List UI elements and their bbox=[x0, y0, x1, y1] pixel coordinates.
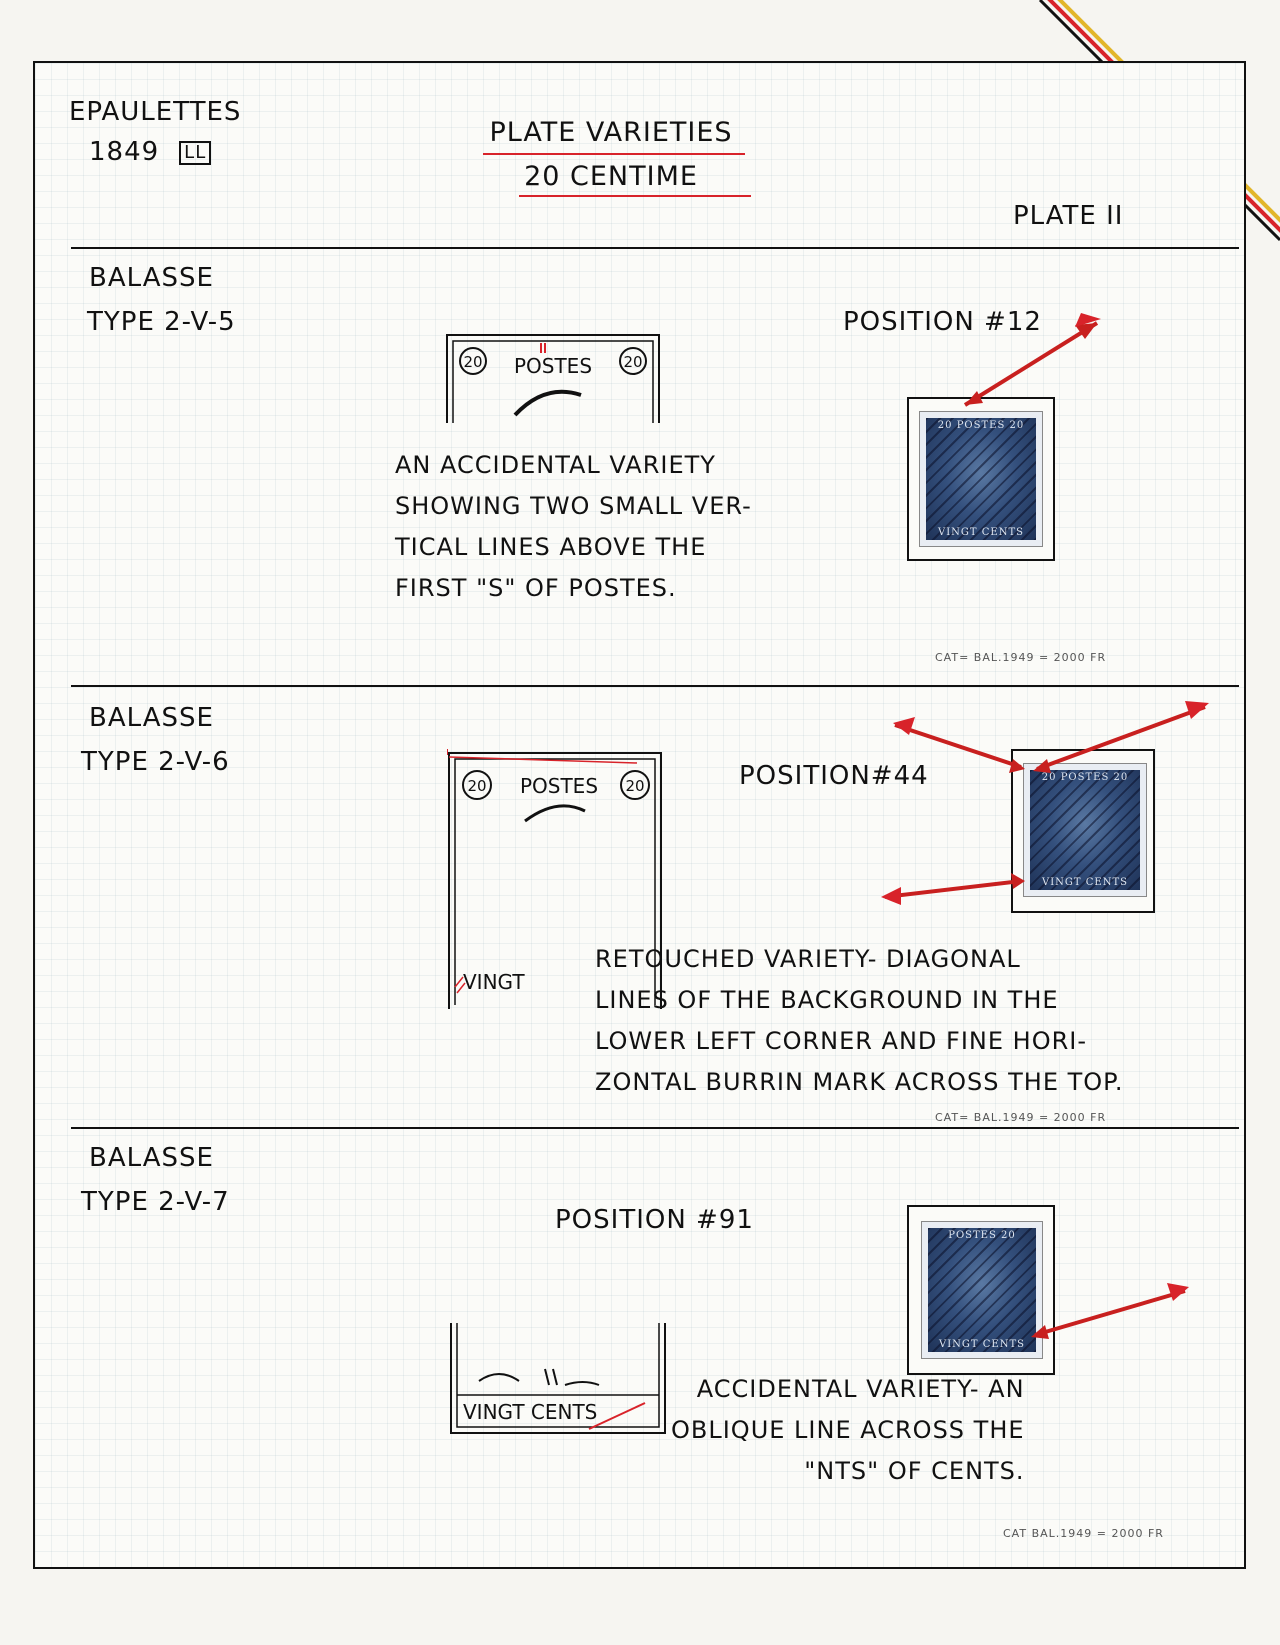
section1-arrow bbox=[963, 313, 1101, 407]
section1-stamp-top: 20 POSTES 20 bbox=[937, 420, 1025, 431]
series-name: EPAULETTES bbox=[69, 97, 242, 127]
series-year: 1849 bbox=[89, 137, 160, 167]
section3-stamp-bottom: VINGT CENTS bbox=[939, 1339, 1025, 1350]
section3-catalog: BALASSE bbox=[89, 1143, 214, 1173]
section2-stamp-bottom: VINGT CENTS bbox=[1042, 877, 1128, 888]
section2-arrow-bottom bbox=[881, 873, 1025, 905]
section1-drawing-left-value: 20 bbox=[463, 353, 482, 371]
divider-3 bbox=[71, 1127, 1239, 1129]
section2-price: CAT= BAL.1949 = 2000 FR bbox=[935, 1111, 1107, 1124]
section3-arrow bbox=[1031, 1283, 1189, 1339]
section2-catalog: BALASSE bbox=[89, 703, 214, 733]
section3-drawing-bottom-word: VINGT CENTS bbox=[463, 1400, 597, 1424]
section3-type: TYPE 2-V-7 bbox=[81, 1187, 230, 1217]
page-title-line2: 20 CENTIME bbox=[524, 161, 698, 192]
section1-stamp-mount: 20 POSTES 20 VINGT CENTS bbox=[907, 397, 1055, 561]
section2-drawing-bottom-word: VINGT bbox=[463, 970, 525, 994]
section3-stamp-mount: POSTES 20 VINGT CENTS bbox=[907, 1205, 1055, 1375]
section3-description: ACCIDENTAL VARIETY- AN OBLIQUE LINE ACRO… bbox=[671, 1375, 1025, 1485]
section1-drawing-right-value: 20 bbox=[623, 353, 642, 371]
section3-price: CAT BAL.1949 = 2000 FR bbox=[1003, 1527, 1164, 1540]
plate-label: PLATE II bbox=[1013, 201, 1124, 231]
section2-variety-drawing: 20 POSTES 20 VINGT bbox=[446, 745, 663, 1009]
section1-catalog: BALASSE bbox=[89, 263, 214, 293]
section1-type: TYPE 2-V-5 bbox=[87, 307, 236, 337]
section3-position: POSITION #91 bbox=[555, 1205, 754, 1235]
section1-drawing-word: POSTES bbox=[514, 354, 592, 378]
section2-drawing-left-value: 20 bbox=[467, 777, 486, 795]
section2-arrow-top-left bbox=[893, 717, 1025, 773]
section2-stamp: 20 POSTES 20 VINGT CENTS bbox=[1023, 763, 1147, 897]
section3-stamp-top: POSTES 20 bbox=[948, 1230, 1016, 1241]
section1-stamp: 20 POSTES 20 VINGT CENTS bbox=[919, 411, 1043, 547]
title-underline-2 bbox=[519, 195, 751, 197]
title-underline-1 bbox=[483, 153, 745, 155]
series-year-line: 1849 LL bbox=[89, 137, 212, 167]
section3-stamp: POSTES 20 VINGT CENTS bbox=[921, 1221, 1043, 1359]
section2-description: RETOUCHED VARIETY- DIAGONAL LINES OF THE… bbox=[595, 945, 1124, 1096]
section2-type: TYPE 2-V-6 bbox=[81, 747, 230, 777]
section2-position: POSITION#44 bbox=[739, 761, 929, 791]
section2-arrow-top-right bbox=[1033, 701, 1209, 773]
section1-variety-drawing: 20 POSTES 20 bbox=[445, 331, 661, 423]
section2-stamp-top: 20 POSTES 20 bbox=[1041, 772, 1129, 783]
page-title-line1: PLATE VARIETIES bbox=[489, 117, 733, 148]
section1-stamp-bottom: VINGT CENTS bbox=[938, 527, 1024, 538]
section2-drawing-word: POSTES bbox=[520, 774, 598, 798]
section3-variety-drawing: VINGT CENTS bbox=[449, 1323, 667, 1435]
section1-position: POSITION #12 bbox=[843, 307, 1042, 337]
section1-description: AN ACCIDENTAL VARIETY SHOWING TWO SMALL … bbox=[395, 451, 752, 602]
section2-drawing-right-value: 20 bbox=[625, 777, 644, 795]
divider-1 bbox=[71, 247, 1239, 249]
divider-2 bbox=[71, 685, 1239, 687]
section1-price: CAT= BAL.1949 = 2000 FR bbox=[935, 651, 1107, 664]
section2-stamp-mount: 20 POSTES 20 VINGT CENTS bbox=[1011, 749, 1155, 913]
album-page: EPAULETTES 1849 LL PLATE VARIETIES 20 CEN… bbox=[33, 61, 1246, 1569]
plate-code-box: LL bbox=[179, 140, 212, 165]
